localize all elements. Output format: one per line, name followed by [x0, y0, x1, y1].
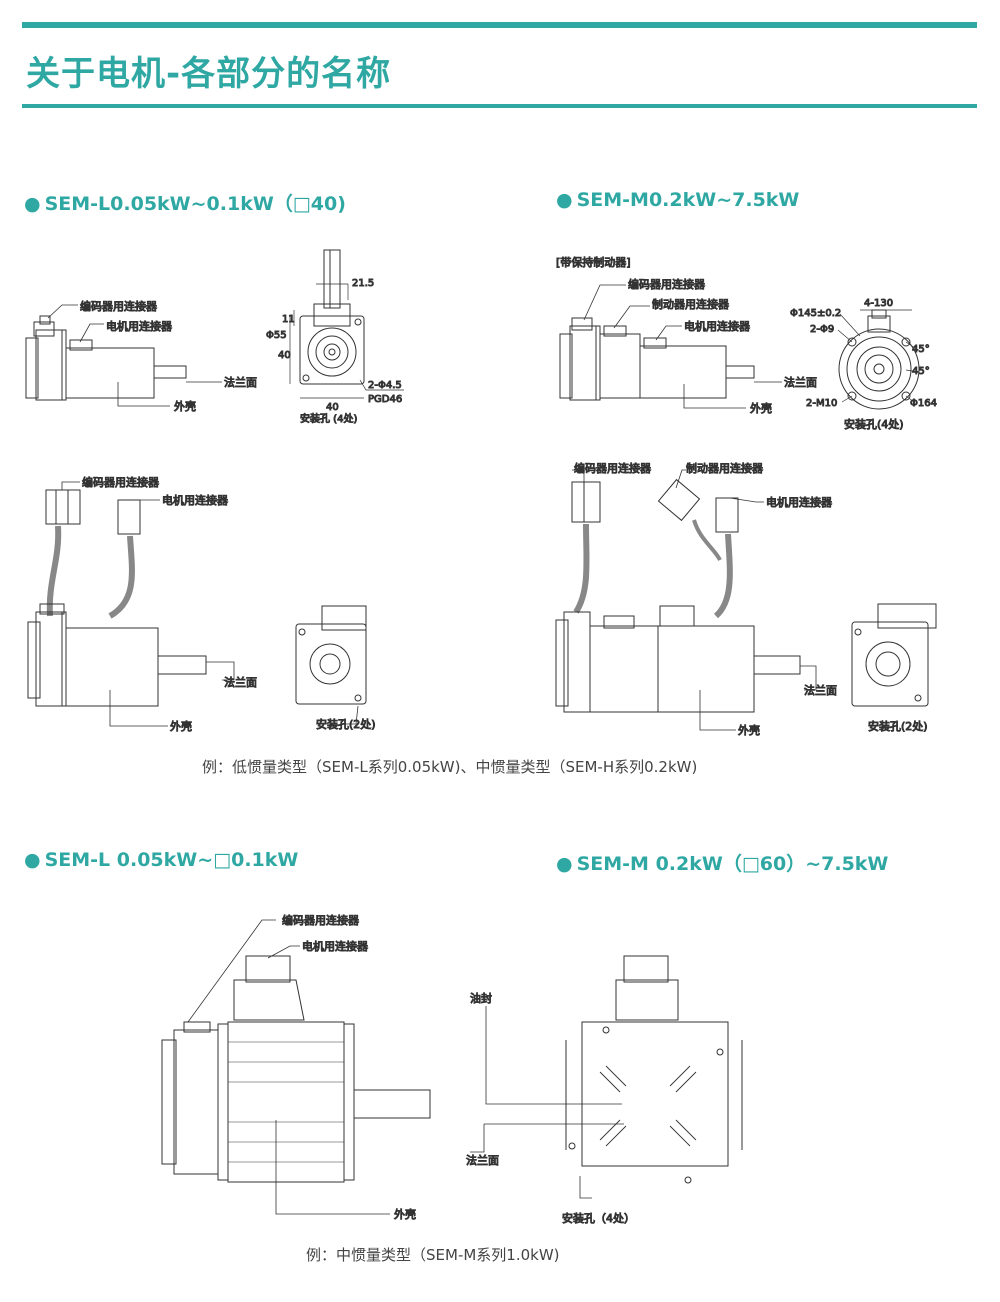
fig2-flange-label: 法兰面	[784, 375, 817, 389]
fig4-flange-label: 法兰面	[804, 683, 837, 697]
fig1-mount-holes-label: 安装孔 (4处)	[300, 412, 357, 425]
fig2-leaders	[583, 284, 782, 409]
fig1-encoder-connector-label: 编码器用连接器	[80, 299, 157, 313]
fig1-front-view	[299, 249, 365, 385]
fig6-mount-holes-label: 安装孔（4处）	[562, 1211, 635, 1225]
fig2-dim-45a: 45°	[912, 344, 930, 355]
fig2-dim-2m10: 2-M10	[806, 398, 837, 409]
section-heading-sem-l-large: ●SEM-L 0.05kW~□0.1kW	[24, 849, 299, 871]
fig2-dim-phi164: Φ164	[910, 398, 937, 409]
fig1-motor-side-view	[25, 315, 187, 401]
fig1-dimension-lines	[289, 283, 404, 399]
fig1-dim-pgd: PGD46	[368, 394, 402, 405]
fig6-oil-seal-label: 油封	[470, 991, 492, 1005]
fig4-motor-side-view	[555, 605, 801, 713]
fig5-motor-side-view	[161, 955, 431, 1183]
fig4-mount-holes-label: 安装孔(2处)	[868, 719, 928, 733]
fig2-dimension-lines	[837, 309, 919, 403]
fig3-housing-label: 外壳	[170, 719, 192, 733]
fig4-leaders	[572, 469, 817, 731]
fig2-housing-label: 外壳	[750, 401, 772, 415]
fig5-motor-connector-label: 电机用连接器	[302, 939, 368, 953]
fig2-dim-4-130: 4-130	[864, 298, 893, 309]
fig3-leaders	[61, 481, 359, 727]
fig1-flange-label: 法兰面	[224, 375, 257, 389]
section-heading-sem-l-40: ●SEM-L0.05kW~0.1kW（□40)	[24, 193, 346, 215]
fig5-housing-label: 外壳	[394, 1207, 416, 1221]
title-underline	[22, 104, 977, 108]
top-accent-bar	[22, 22, 977, 28]
fig1-dim-40-horizontal: 40	[326, 402, 339, 413]
fig3-front-view	[295, 605, 367, 705]
fig2-motor-side-view	[559, 317, 755, 401]
fig4-brake-connector-label: 制动器用连接器	[686, 462, 763, 475]
fig2-brake-connector-label: 制动器用连接器	[652, 298, 729, 311]
page-title: 关于电机-各部分的名称	[26, 54, 392, 94]
example-caption-2: 例：中惯量类型（SEM-M系列1.0kW)	[306, 1246, 560, 1264]
fig2-dim-2phi9: 2-Φ9	[810, 324, 834, 335]
fig4-housing-label: 外壳	[738, 723, 760, 737]
fig2-dim-phi145: Φ145±0.2	[790, 308, 841, 319]
fig6-leaders	[470, 1006, 624, 1199]
fig1-dim-40-vertical: 40	[278, 350, 291, 361]
fig1-motor-connector-label: 电机用连接器	[106, 319, 172, 333]
fig3-flange-label: 法兰面	[224, 675, 257, 689]
fig4-motor-connector-label: 电机用连接器	[766, 495, 832, 509]
fig6-front-view	[565, 955, 743, 1184]
fig1-dim-11: 11	[282, 314, 295, 325]
fig2-mount-holes-label: 安装孔(4处)	[844, 417, 904, 431]
fig1-housing-label: 外壳	[174, 399, 196, 413]
fig3-encoder-connector-label: 编码器用连接器	[82, 475, 159, 489]
fig2-encoder-connector-label: 编码器用连接器	[628, 277, 705, 291]
fig4-encoder-connector-label: 编码器用连接器	[574, 461, 651, 475]
section-heading-sem-m: ●SEM-M0.2kW~7.5kW	[556, 189, 800, 211]
fig2-motor-connector-label: 电机用连接器	[684, 319, 750, 333]
fig3-cables-connectors	[45, 489, 141, 619]
fig2-front-view	[838, 309, 920, 410]
fig1-leaders	[47, 304, 222, 407]
fig1-dim-21-5: 21.5	[352, 278, 374, 289]
fig1-dim-holes: 2-Φ4.5	[368, 380, 402, 391]
fig5-encoder-connector-label: 编码器用连接器	[282, 913, 359, 927]
fig6-flange-label: 法兰面	[466, 1153, 499, 1167]
section-heading-sem-m-60: ●SEM-M 0.2kW（□60）~7.5kW	[556, 853, 889, 875]
fig4-front-view	[851, 603, 937, 707]
fig5-leaders	[187, 919, 390, 1215]
example-caption-1: 例：低惯量类型（SEM-L系列0.05kW)、中惯量类型（SEM-H系列0.2k…	[202, 758, 698, 776]
fig3-motor-connector-label: 电机用连接器	[162, 493, 228, 507]
fig2-brake-note: [带保持制动器]	[556, 255, 631, 269]
fig4-cables-connectors	[571, 478, 739, 619]
fig3-motor-side-view	[27, 603, 207, 707]
fig2-dim-45b: 45°	[912, 366, 930, 377]
fig3-mount-holes-label: 安装孔(2处)	[316, 717, 376, 731]
fig1-dim-phi55: Φ55	[266, 330, 287, 341]
